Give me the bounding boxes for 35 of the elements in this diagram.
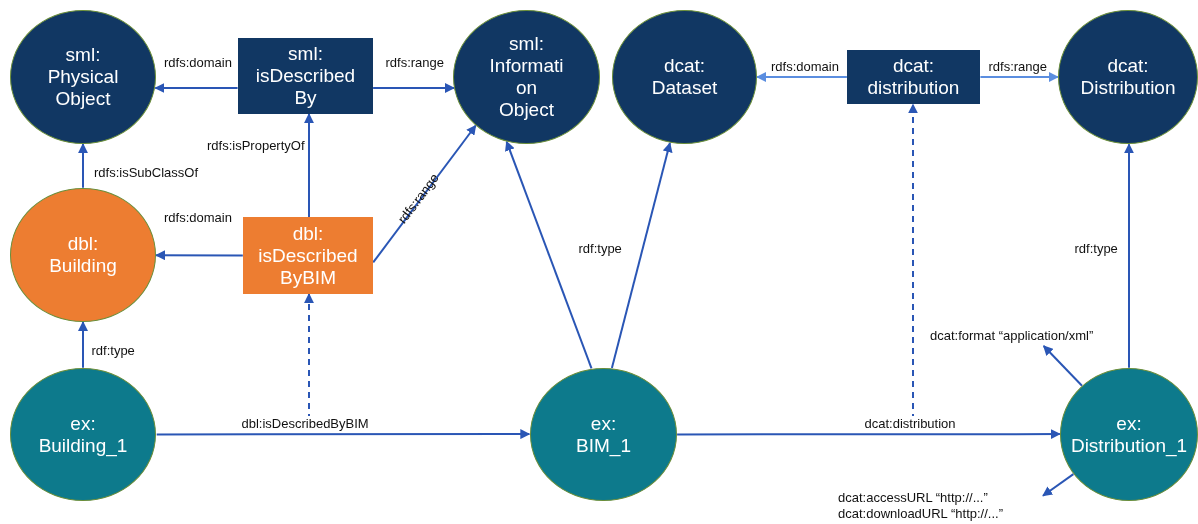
edge-label: dbl:isDescribedByBIM	[240, 415, 370, 431]
arrow	[1042, 345, 1083, 387]
edge-label: dcat:distribution	[863, 415, 957, 431]
property-box	[847, 50, 980, 104]
property-box	[243, 217, 373, 294]
arrow	[372, 83, 455, 93]
node-label: dcat: distribution	[866, 55, 961, 99]
node-label: dcat: Dataset	[650, 55, 719, 99]
node-label: dbl: Building	[48, 233, 118, 277]
arrow	[756, 72, 848, 82]
arrow	[304, 113, 314, 218]
node-label: ex: Building_1	[37, 412, 129, 457]
node-label: sml: isDescribed By	[254, 43, 357, 109]
node-label: ex: BIM_1	[575, 412, 632, 457]
property-box	[238, 38, 373, 114]
arrow	[154, 83, 239, 93]
node-label: sml: Informati on Object	[488, 33, 565, 121]
literal-text: dcat:format “application/xml”	[930, 328, 1094, 344]
literal-text: dcat:accessURL “http://...”	[838, 490, 988, 506]
arrow	[1124, 143, 1134, 369]
node-label: ex: Distribution_1	[1069, 412, 1189, 457]
arrow	[155, 429, 531, 440]
arrow	[372, 124, 477, 264]
arrow	[78, 143, 88, 189]
literal-text: dcat:downloadURL “http://...”	[838, 506, 1003, 522]
arrow	[1042, 473, 1075, 497]
arrow	[610, 142, 673, 369]
arrow	[155, 250, 244, 261]
arrow	[676, 429, 1061, 440]
arrow	[78, 321, 88, 369]
node-label: dcat: Distribution	[1079, 55, 1177, 99]
node-label: sml: Physical Object	[46, 44, 120, 110]
arrow	[979, 72, 1059, 82]
node-label: dbl: isDescribed ByBIM	[257, 222, 359, 289]
arrow	[505, 140, 593, 370]
